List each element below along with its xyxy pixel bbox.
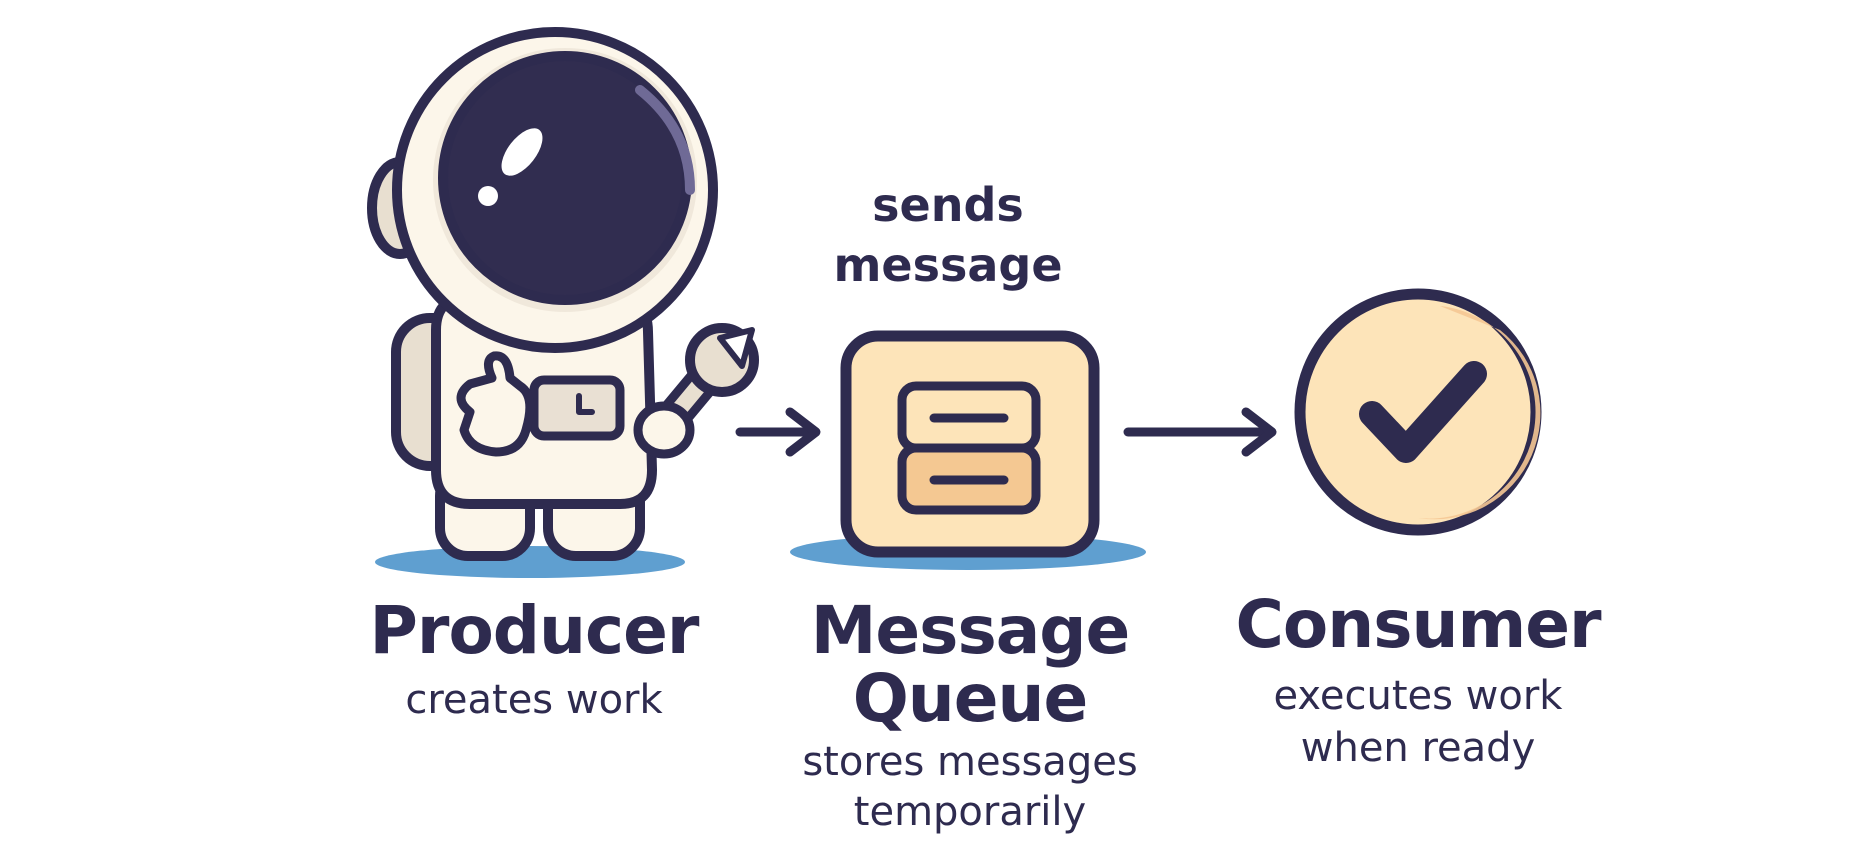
visor-sheen	[635, 85, 695, 195]
visor-highlight	[501, 128, 543, 176]
queue-title-line1: Message	[810, 592, 1131, 669]
message-queue-icon	[790, 330, 1146, 570]
queue-title-line2: Queue	[852, 660, 1089, 737]
chest-clock-glyph	[576, 393, 595, 415]
edge-label-line2: message	[833, 238, 1063, 292]
checkmark-circle-icon	[1294, 288, 1542, 536]
astronaut-icon	[367, 27, 759, 578]
astronaut-shadow	[375, 546, 685, 578]
queue-subtitle-line1: stores messages	[802, 739, 1138, 785]
consumer-title: Consumer	[1235, 586, 1601, 663]
checkmark-glyph	[1359, 361, 1487, 463]
edge-label-line1: sends	[872, 178, 1024, 232]
consumer-subtitle-line1: executes work	[1273, 673, 1563, 719]
arrow-producer-to-queue	[735, 407, 821, 457]
consumer-subtitle-line2: when ready	[1300, 725, 1536, 771]
producer-subtitle: creates work	[405, 677, 663, 723]
astronaut-left-arm	[456, 351, 535, 457]
astronaut-right-hand	[633, 401, 695, 459]
visor-highlight-dot	[478, 186, 498, 206]
queue-subtitle-line2: temporarily	[853, 789, 1087, 835]
producer-title: Producer	[369, 592, 700, 669]
arrow-queue-to-consumer	[1123, 407, 1277, 457]
